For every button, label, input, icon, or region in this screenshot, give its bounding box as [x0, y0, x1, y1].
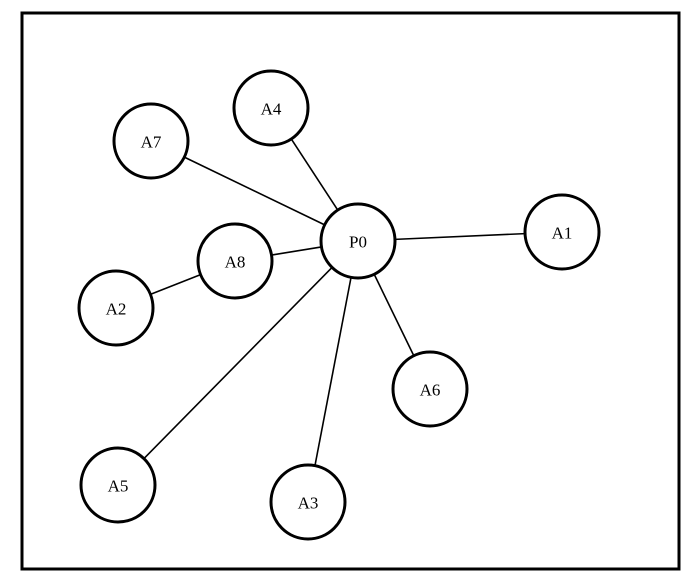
node-label-a5: A5	[108, 477, 129, 496]
node-a6: A6	[391, 350, 469, 428]
edge-p0-a3	[314, 277, 352, 466]
node-a3: A3	[269, 463, 347, 541]
node-circle-a8	[196, 222, 274, 300]
edge-p0-a5	[143, 266, 333, 460]
node-p0: P0	[319, 202, 397, 280]
edge-p0-a6	[373, 273, 415, 357]
node-a7: A7	[112, 102, 190, 180]
node-label-a8: A8	[225, 253, 246, 272]
node-label-a4: A4	[261, 100, 282, 119]
node-circle-a6	[391, 350, 469, 428]
node-a5: A5	[79, 446, 157, 524]
edges-layer	[143, 138, 526, 466]
node-label-a1: A1	[552, 224, 573, 243]
edge-p0-a8	[271, 246, 322, 256]
node-circle-a2	[77, 269, 155, 347]
node-circle-a4	[232, 69, 310, 147]
node-a4: A4	[232, 69, 310, 147]
edge-p0-a4	[290, 138, 339, 211]
node-a8: A8	[196, 222, 274, 300]
node-circle-p0	[319, 202, 397, 280]
node-circle-a5	[79, 446, 157, 524]
edge-a8-a2	[150, 273, 201, 296]
node-label-a2: A2	[106, 300, 127, 319]
node-circle-a1	[523, 193, 601, 271]
node-label-a3: A3	[298, 494, 319, 513]
node-circle-a7	[112, 102, 190, 180]
edge-p0-a1	[394, 232, 526, 241]
edge-p0-a7	[183, 156, 326, 226]
node-label-p0: P0	[349, 233, 367, 252]
node-a1: A1	[523, 193, 601, 271]
node-label-a6: A6	[420, 381, 441, 400]
node-label-a7: A7	[141, 133, 162, 152]
node-circle-a3	[269, 463, 347, 541]
node-a2: A2	[77, 269, 155, 347]
